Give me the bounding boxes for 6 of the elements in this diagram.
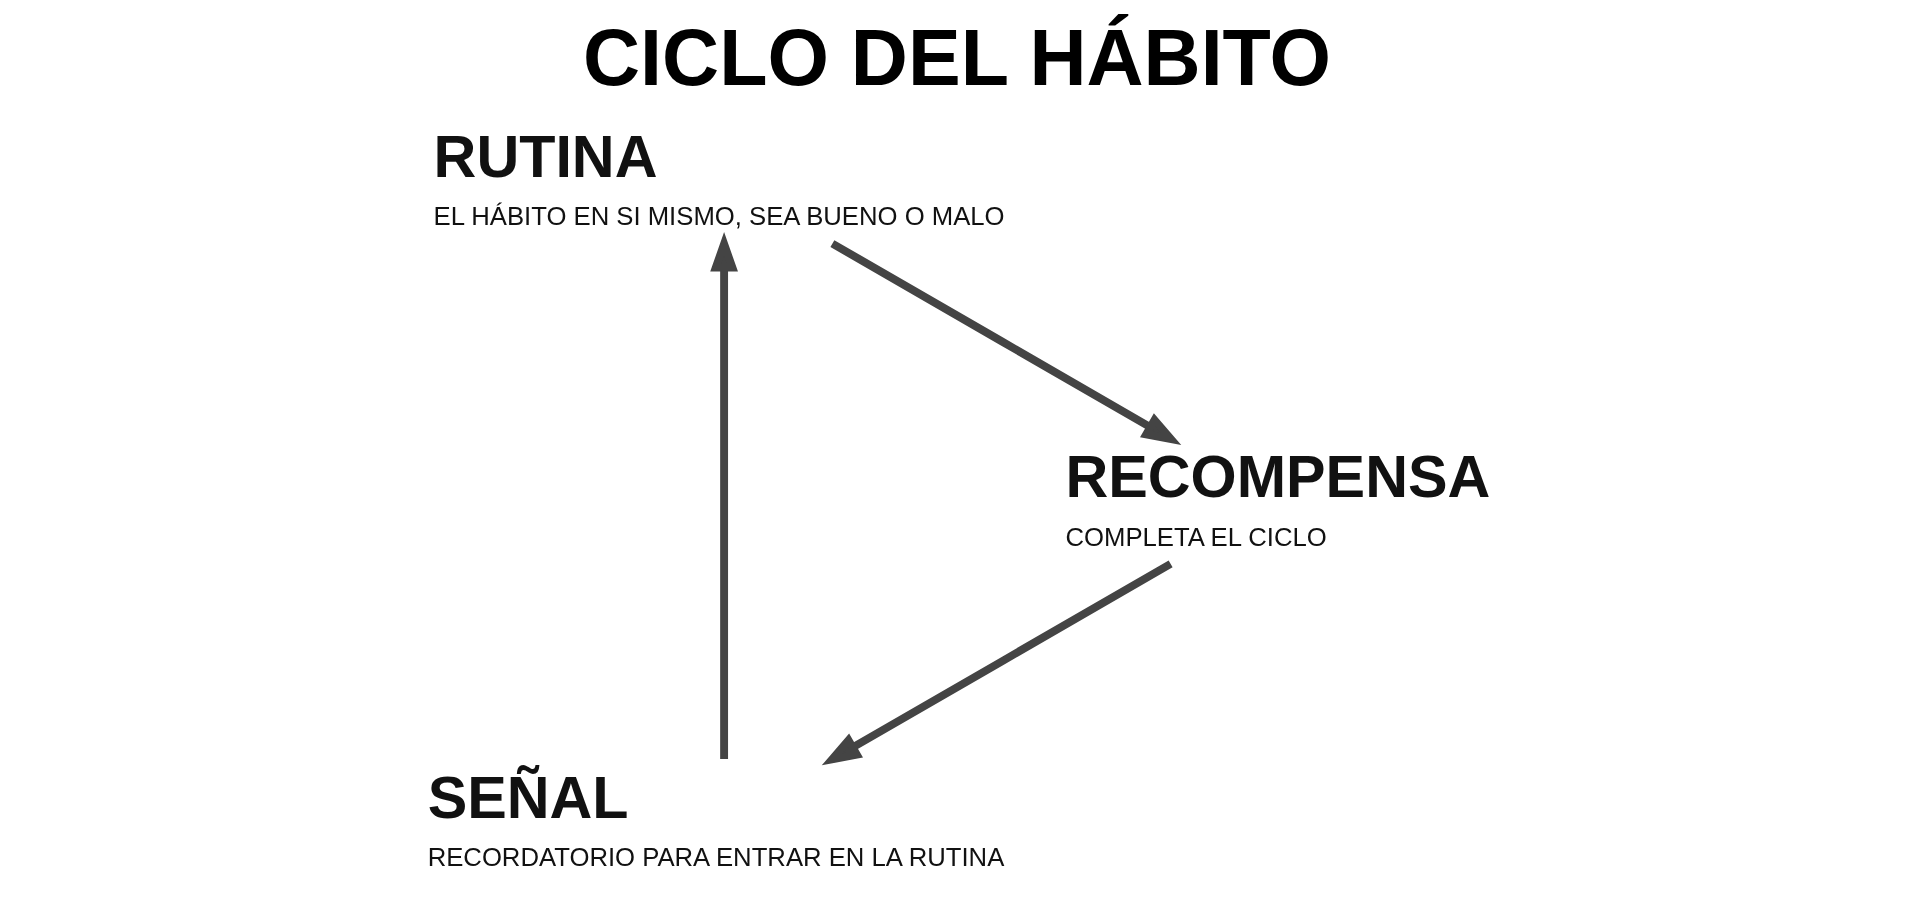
- arrow: [821, 560, 1173, 766]
- arrow: [829, 240, 1181, 445]
- node-text: RECOMPENSA COMPLETA EL CICLO: [1064, 443, 1490, 551]
- node-text: RUTINA EL HÁBITO EN SI MISMO, SEA BUENO O MALO: [433, 123, 1005, 231]
- diagram-title: CICLO DEL HÁBITO: [582, 13, 1331, 103]
- node-text: SEÑAL RECORDATORIO PARA ENTRAR EN LA RUTINA: [427, 763, 1004, 871]
